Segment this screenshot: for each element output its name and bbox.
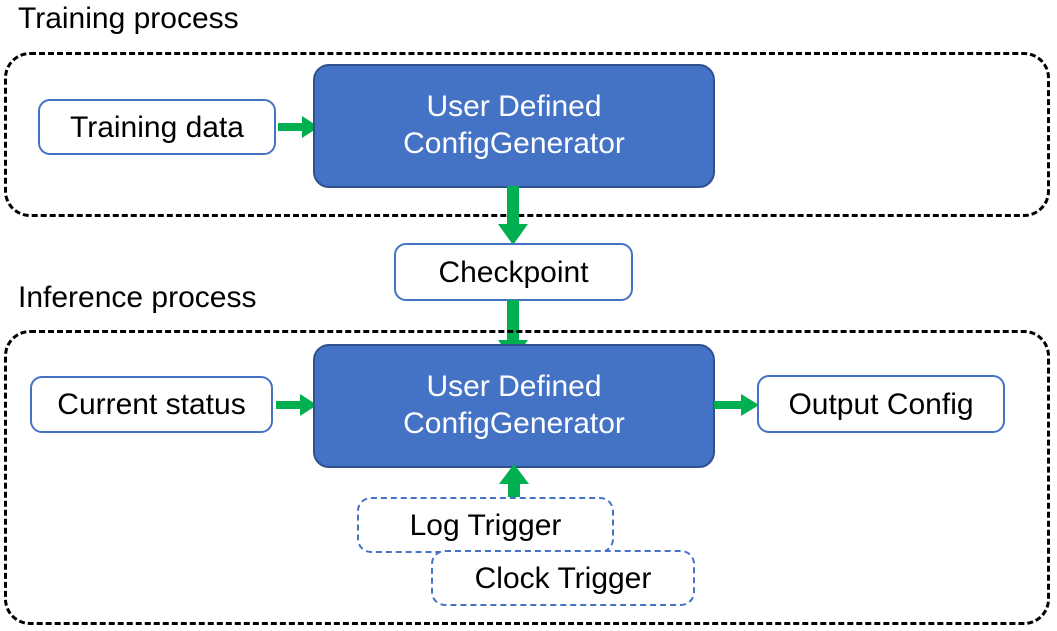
checkpoint-label: Checkpoint xyxy=(438,255,589,289)
output-config-label: Output Config xyxy=(788,387,974,421)
training-data-node[interactable]: Training data xyxy=(38,99,276,155)
training-process-title: Training process xyxy=(18,2,239,35)
clock-trigger-node[interactable]: Clock Trigger xyxy=(431,550,695,606)
training-config-generator-node[interactable]: User Defined ConfigGenerator xyxy=(313,64,715,188)
clock-trigger-label: Clock Trigger xyxy=(474,561,652,595)
output-config-node[interactable]: Output Config xyxy=(757,375,1005,433)
log-trigger-label: Log Trigger xyxy=(409,508,562,542)
inference-process-title: Inference process xyxy=(18,281,257,314)
training-config-generator-line1: User Defined xyxy=(426,90,602,124)
inference-config-generator-line1: User Defined xyxy=(426,370,602,404)
current-status-node[interactable]: Current status xyxy=(30,376,273,433)
training-config-generator-line2: ConfigGenerator xyxy=(403,127,625,160)
log-trigger-node[interactable]: Log Trigger xyxy=(357,497,614,553)
inference-process-group xyxy=(4,330,1050,625)
inference-config-generator-line2: ConfigGenerator xyxy=(403,407,625,440)
inference-config-generator-node[interactable]: User Defined ConfigGenerator xyxy=(313,344,715,468)
checkpoint-node[interactable]: Checkpoint xyxy=(394,243,633,301)
current-status-label: Current status xyxy=(57,388,246,421)
training-data-label: Training data xyxy=(70,110,244,144)
